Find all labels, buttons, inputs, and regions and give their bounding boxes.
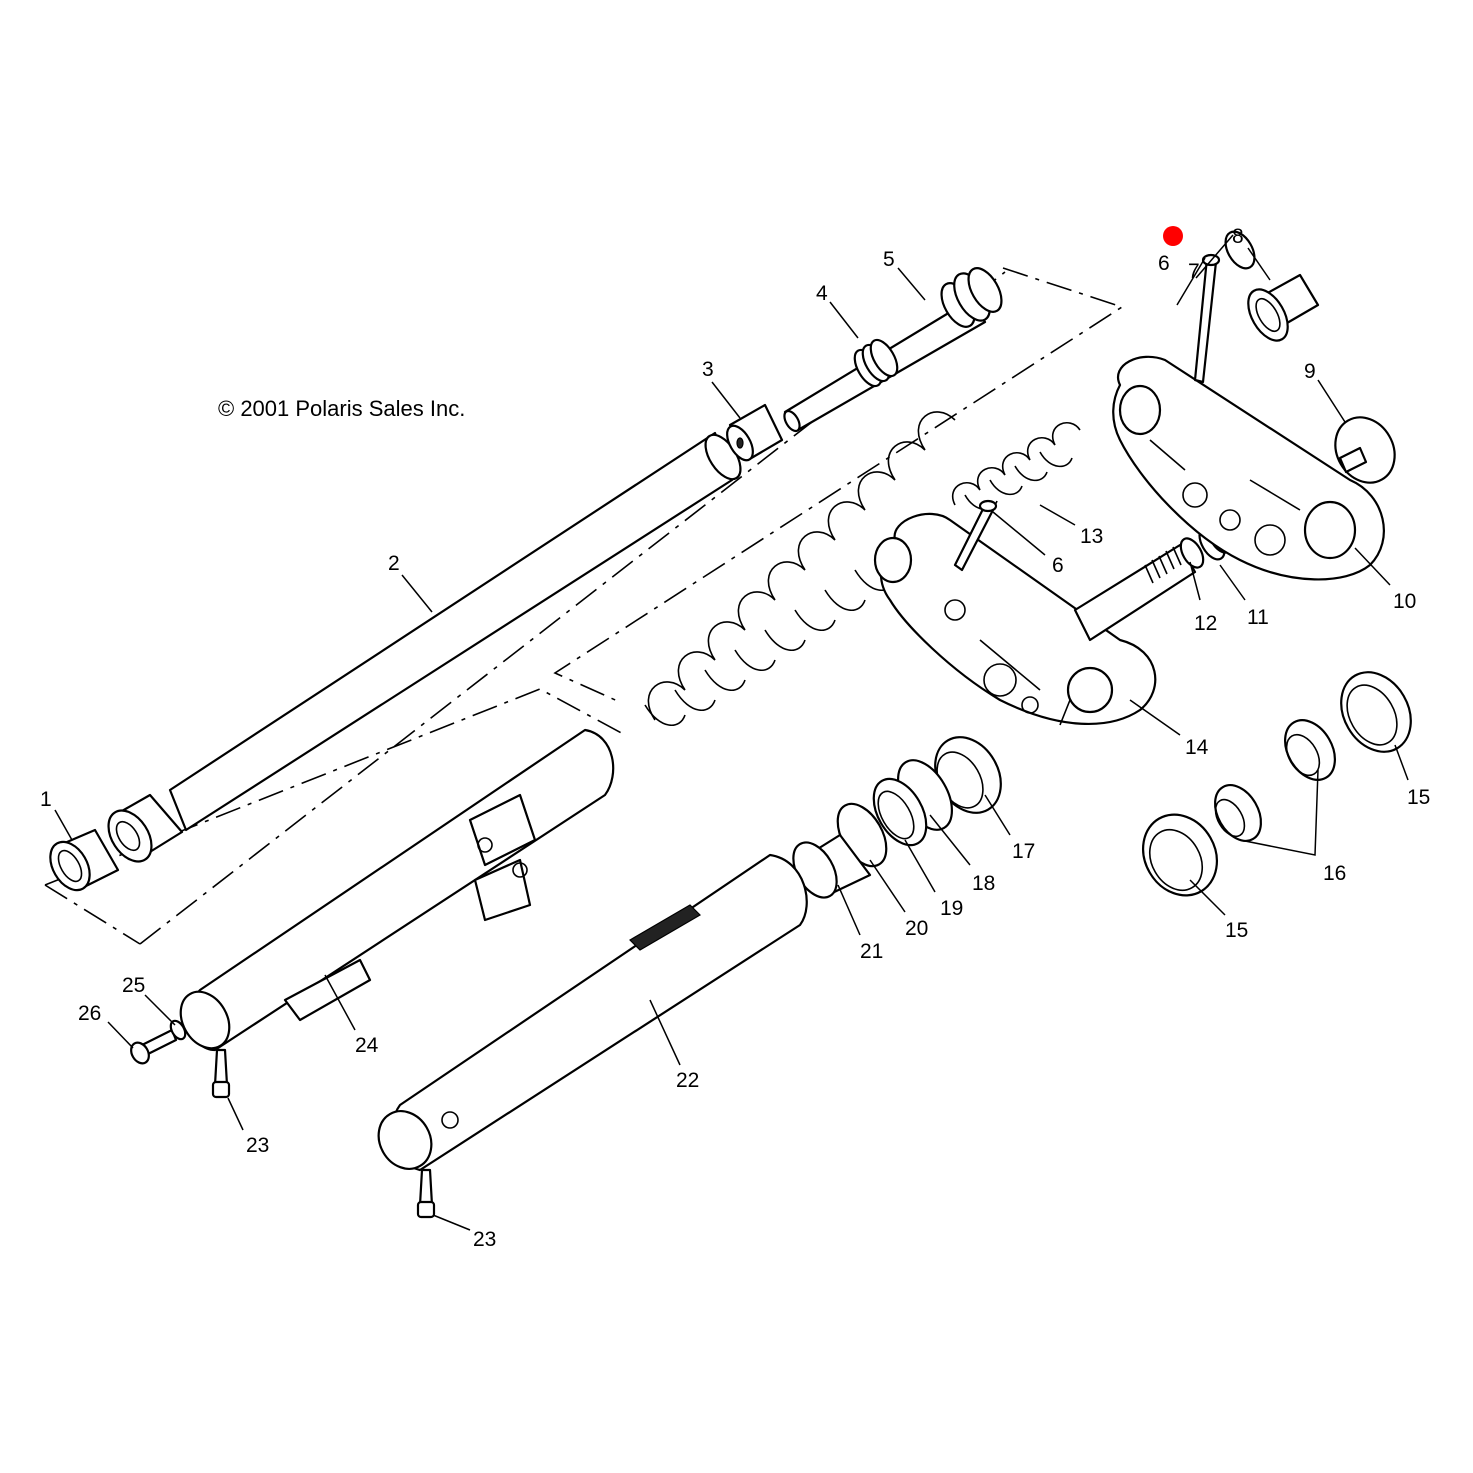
part-1-bushing <box>49 828 120 892</box>
callout-3: 3 <box>702 358 714 381</box>
callout-11: 11 <box>1247 606 1269 629</box>
part-26-bolt <box>130 1028 178 1065</box>
callout-15-upper: 15 <box>1407 786 1430 809</box>
part-23-bolt-right <box>416 1168 436 1219</box>
part-15-bearing-race-lower <box>1142 813 1218 897</box>
part-12-steering-stem <box>1073 537 1205 642</box>
callout-2: 2 <box>388 552 400 575</box>
callouts: 1 2 3 4 5 6 7 8 9 10 11 12 13 6 14 15 15… <box>40 225 1430 1251</box>
red-marker-dot <box>1163 226 1183 246</box>
callout-15-lower: 15 <box>1225 919 1248 942</box>
part-23-bolt-left <box>211 1048 231 1099</box>
callout-7: 7 <box>1188 260 1200 283</box>
fork-spring <box>644 411 956 727</box>
callout-16: 16 <box>1323 862 1346 885</box>
part-16-bearing-lower <box>1213 784 1263 842</box>
callout-9: 9 <box>1304 360 1316 383</box>
callout-23-left: 23 <box>246 1134 269 1157</box>
callout-12: 12 <box>1194 612 1217 635</box>
leader-lines <box>54 234 1409 1231</box>
part-8-fork-cap <box>1247 273 1320 342</box>
callout-24: 24 <box>355 1034 379 1057</box>
callout-17: 17 <box>1012 840 1035 863</box>
callout-18: 18 <box>972 872 995 895</box>
part-9-cap <box>1334 416 1396 484</box>
callout-25: 25 <box>122 974 145 997</box>
callout-26: 26 <box>78 1002 101 1025</box>
part-4-rod-rings <box>853 338 899 388</box>
part-3-collar <box>726 403 784 462</box>
callout-6-lower: 6 <box>1052 554 1064 577</box>
callout-10: 10 <box>1393 590 1416 613</box>
part-22-outer-tube <box>377 853 808 1172</box>
callout-19: 19 <box>940 897 963 920</box>
callout-14: 14 <box>1185 736 1209 759</box>
part-14-lower-triple-clamp <box>873 512 1157 726</box>
callout-21: 21 <box>860 940 883 963</box>
part-6-bolt-lower <box>953 499 998 572</box>
copyright-text: © 2001 Polaris Sales Inc. <box>218 396 465 421</box>
part-5-damper-rod <box>783 267 1003 433</box>
callout-20: 20 <box>905 917 928 940</box>
callout-8: 8 <box>1232 225 1244 248</box>
part-10-upper-triple-clamp <box>1112 355 1385 581</box>
callout-4: 4 <box>816 282 828 305</box>
callout-23-right: 23 <box>473 1228 496 1251</box>
callout-5: 5 <box>883 248 895 271</box>
part-7-o-ring <box>1224 230 1256 270</box>
callout-22: 22 <box>676 1069 699 1092</box>
part-16-bearing-upper <box>1284 719 1336 781</box>
callout-13: 13 <box>1080 525 1103 548</box>
assembly-guide-lines <box>44 267 1124 945</box>
callout-6-upper: 6 <box>1158 252 1170 275</box>
callout-1: 1 <box>40 788 52 811</box>
part-2-fork-tube <box>107 431 742 863</box>
part-13-spring <box>952 421 1081 511</box>
part-19-oil-seal <box>872 777 928 847</box>
part-15-bearing-race-upper <box>1340 671 1412 753</box>
